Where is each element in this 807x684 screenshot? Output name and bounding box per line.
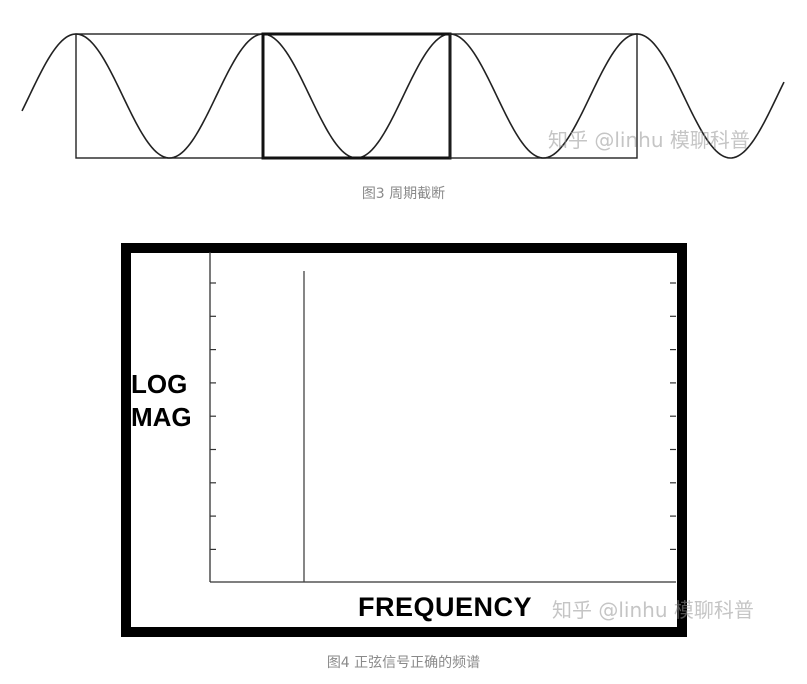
x-axis-label: FREQUENCY (358, 592, 533, 622)
watermark-figure-4: 知乎 @linhu 模聊科普 (552, 598, 754, 622)
tick-marks (210, 282, 676, 551)
y-axis-label: LOG MAG (131, 368, 192, 434)
y-axis-label-line-1: LOG (131, 369, 188, 399)
figure-4-caption: 图4 正弦信号正确的频谱 (326, 655, 481, 671)
figure-3-caption: 图3 周期截断 (361, 186, 446, 202)
sine-wave (21, 33, 785, 159)
figure-3-periodic-truncation (21, 32, 785, 160)
y-axis-label-line-2: MAG (131, 402, 192, 432)
plot-frame (121, 243, 687, 637)
window-3 (449, 33, 638, 159)
watermark-figure-3: 知乎 @linhu 模聊科普 (548, 128, 750, 152)
